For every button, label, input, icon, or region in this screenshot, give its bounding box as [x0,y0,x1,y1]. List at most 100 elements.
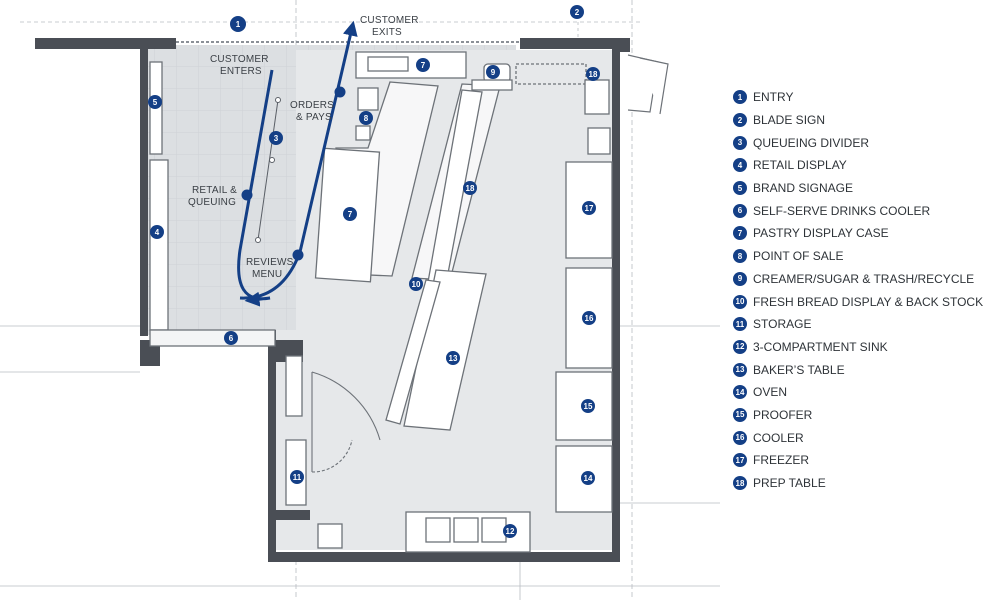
legend-number-badge: 4 [733,158,747,173]
legend: 1 ENTRY 2 BLADE SIGN 3 QUEUEING DIVIDER 4 RETAI… [733,86,998,494]
svg-text:11: 11 [293,473,302,482]
legend-label: COOLER [753,430,804,445]
legend-item: 13 BAKER’S TABLE [733,358,998,381]
legend-item: 4 RETAIL DISPLAY [733,154,998,177]
svg-text:9: 9 [491,68,496,77]
legend-label: FRESH BREAD DISPLAY & BACK STOCK [753,294,984,309]
legend-number-badge: 16 [733,430,747,445]
legend-number-badge: 14 [733,385,747,400]
legend-item: 1 ENTRY [733,86,998,109]
legend-label: RETAIL DISPLAY [753,158,847,173]
marker-8: 8 [359,111,373,125]
exterior-bench [627,54,669,115]
marker-12: 12 [503,524,517,538]
svg-text:4: 4 [155,228,160,237]
svg-text:10: 10 [412,280,421,289]
legend-number-badge: 11 [733,317,747,332]
label-retail-queuing: RETAIL &QUEUING [188,185,237,208]
markers: 1 2 3 4 5 6 7 7 8 9 10 11 12 13 14 15 16… [148,5,600,538]
equipment [285,161,613,553]
legend-label: CREAMER/SUGAR & TRASH/RECYCLE [753,271,975,286]
marker-11: 11 [290,470,304,484]
marker-18: 18 [463,181,477,195]
marker-10: 10 [409,277,423,291]
legend-label: QUEUEING DIVIDER [753,135,870,150]
legend-label: BAKER’S TABLE [753,362,845,377]
svg-text:14: 14 [584,474,593,483]
legend-label: PROOFER [753,407,813,422]
legend-number-badge: 13 [733,362,747,377]
svg-text:8: 8 [364,114,369,123]
legend-number-badge: 12 [733,339,747,354]
legend-label: BLADE SIGN [753,113,826,128]
svg-text:6: 6 [229,334,234,343]
marker-7-top: 7 [416,58,430,72]
legend-number-badge: 5 [733,181,747,196]
legend-label: POINT OF SALE [753,249,844,264]
legend-item: 2 BLADE SIGN [733,109,998,132]
marker-6: 6 [224,331,238,345]
svg-text:17: 17 [585,204,594,213]
legend-number-badge: 7 [733,226,747,241]
marker-15: 15 [581,399,595,413]
legend-label: PASTRY DISPLAY CASE [753,226,889,241]
svg-text:3: 3 [274,134,279,143]
marker-17: 17 [582,201,596,215]
legend-label: FREEZER [753,453,810,468]
svg-text:7: 7 [421,61,426,70]
svg-text:1: 1 [236,20,241,29]
legend-item: 11 STORAGE [733,313,998,336]
walls [35,38,630,562]
legend-item: 15 PROOFER [733,404,998,427]
label-orders-pays: ORDERS& PAYS [290,100,334,123]
svg-text:18: 18 [589,70,598,79]
legend-label: PREP TABLE [753,476,826,491]
legend-item: 10 FRESH BREAD DISPLAY & BACK STOCK [733,290,998,313]
svg-text:12: 12 [506,527,515,536]
legend-label: OVEN [753,385,788,400]
legend-number-badge: 1 [733,90,747,105]
marker-5: 5 [148,95,162,109]
legend-item: 3 QUEUEING DIVIDER [733,131,998,154]
legend-item: 18 PREP TABLE [733,472,998,495]
fixtures [149,51,611,431]
svg-text:15: 15 [584,402,593,411]
legend-number-badge: 9 [733,271,747,286]
legend-label: ENTRY [753,90,794,105]
marker-13: 13 [446,351,460,365]
doors [311,371,381,473]
legend-label: SELF-SERVE DRINKS COOLER [753,203,931,218]
legend-item: 14 OVEN [733,381,998,404]
legend-number-badge: 10 [733,294,747,309]
legend-number-badge: 18 [733,476,747,491]
legend-number-badge: 2 [733,113,747,128]
legend-item: 5 BRAND SIGNAGE [733,177,998,200]
legend-label: 3-COMPARTMENT SINK [753,339,888,354]
marker-3: 3 [269,131,283,145]
svg-text:7: 7 [348,210,353,219]
legend-label: BRAND SIGNAGE [753,181,854,196]
legend-label: STORAGE [753,317,812,332]
legend-number-badge: 15 [733,407,747,422]
queueing-divider [255,97,281,243]
legend-number-badge: 3 [733,135,747,150]
svg-text:13: 13 [449,354,458,363]
legend-item: 7 PASTRY DISPLAY CASE [733,222,998,245]
legend-item: 9 CREAMER/SUGAR & TRASH/RECYCLE [733,268,998,291]
legend-item: 17 FREEZER [733,449,998,472]
svg-text:16: 16 [585,314,594,323]
marker-9: 9 [486,65,500,79]
marker-4: 4 [150,225,164,239]
legend-item: 12 3-COMPARTMENT SINK [733,336,998,359]
marker-2: 2 [570,5,584,19]
legend-number-badge: 17 [733,453,747,468]
marker-16: 16 [582,311,596,325]
marker-14: 14 [581,471,595,485]
